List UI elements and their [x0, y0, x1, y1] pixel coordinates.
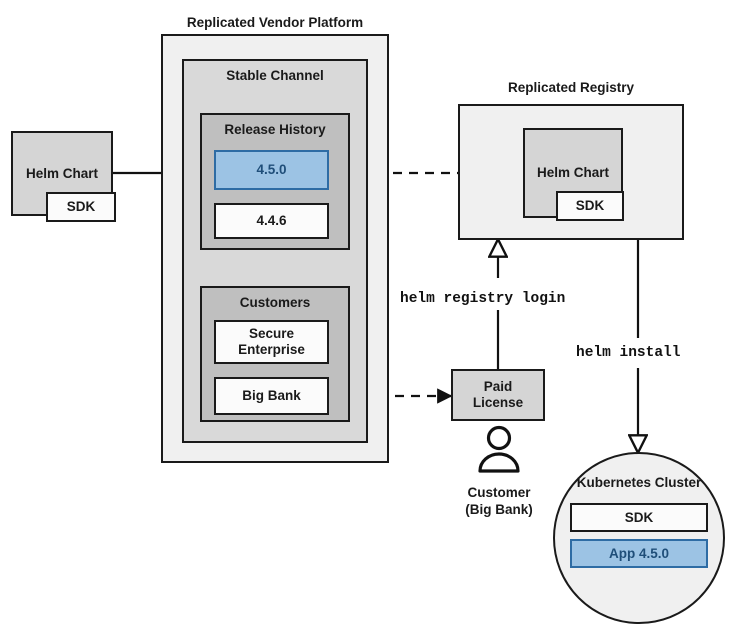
source-sdk-box: SDK [46, 192, 116, 222]
customer-item-big-bank-label: Big Bank [242, 388, 301, 404]
command-helm-registry-login: helm registry login [400, 291, 566, 307]
cluster-item-sdk-label: SDK [624, 509, 654, 525]
release-item-446[interactable]: 4.4.6 [214, 203, 329, 239]
paid-license-line2: License [472, 395, 524, 410]
registry-helm-chart-label: Helm Chart [536, 165, 609, 181]
vendor-platform-title: Replicated Vendor Platform [186, 15, 364, 30]
kubernetes-cluster-circle [553, 452, 725, 624]
registry-title: Replicated Registry [507, 80, 635, 95]
source-sdk-label: SDK [66, 199, 96, 215]
cluster-item-sdk: SDK [570, 503, 708, 532]
registry-sdk-label: SDK [575, 198, 605, 214]
release-item-450[interactable]: 4.5.0 [214, 150, 329, 190]
release-item-450-label: 4.5.0 [256, 162, 287, 178]
command-helm-install: helm install [576, 345, 681, 361]
customer-item-secure-enterprise-line1: Secure [248, 326, 295, 342]
release-history-title: Release History [224, 122, 326, 137]
registry-sdk-box: SDK [556, 191, 624, 221]
release-item-446-label: 4.4.6 [256, 213, 287, 229]
paid-license-line1: Paid [483, 379, 513, 395]
paid-license-box: Paid License [451, 369, 545, 421]
customer-actor-label: Customer (Big Bank) [424, 485, 574, 519]
stable-channel-title: Stable Channel [226, 68, 324, 83]
customer-actor-line2: (Big Bank) [465, 501, 533, 517]
customer-item-secure-enterprise-line2: Enterprise [238, 342, 305, 357]
customer-item-big-bank[interactable]: Big Bank [214, 377, 329, 415]
source-helm-chart-label: Helm Chart [25, 165, 98, 181]
person-icon [478, 425, 520, 473]
customer-item-secure-enterprise[interactable]: Secure Enterprise [214, 320, 329, 364]
kubernetes-cluster-title: Kubernetes Cluster [576, 475, 702, 490]
customers-title: Customers [239, 295, 311, 310]
customer-actor-line1: Customer [467, 485, 531, 500]
cluster-item-app-label: App 4.5.0 [608, 545, 670, 561]
cluster-item-app: App 4.5.0 [570, 539, 708, 568]
